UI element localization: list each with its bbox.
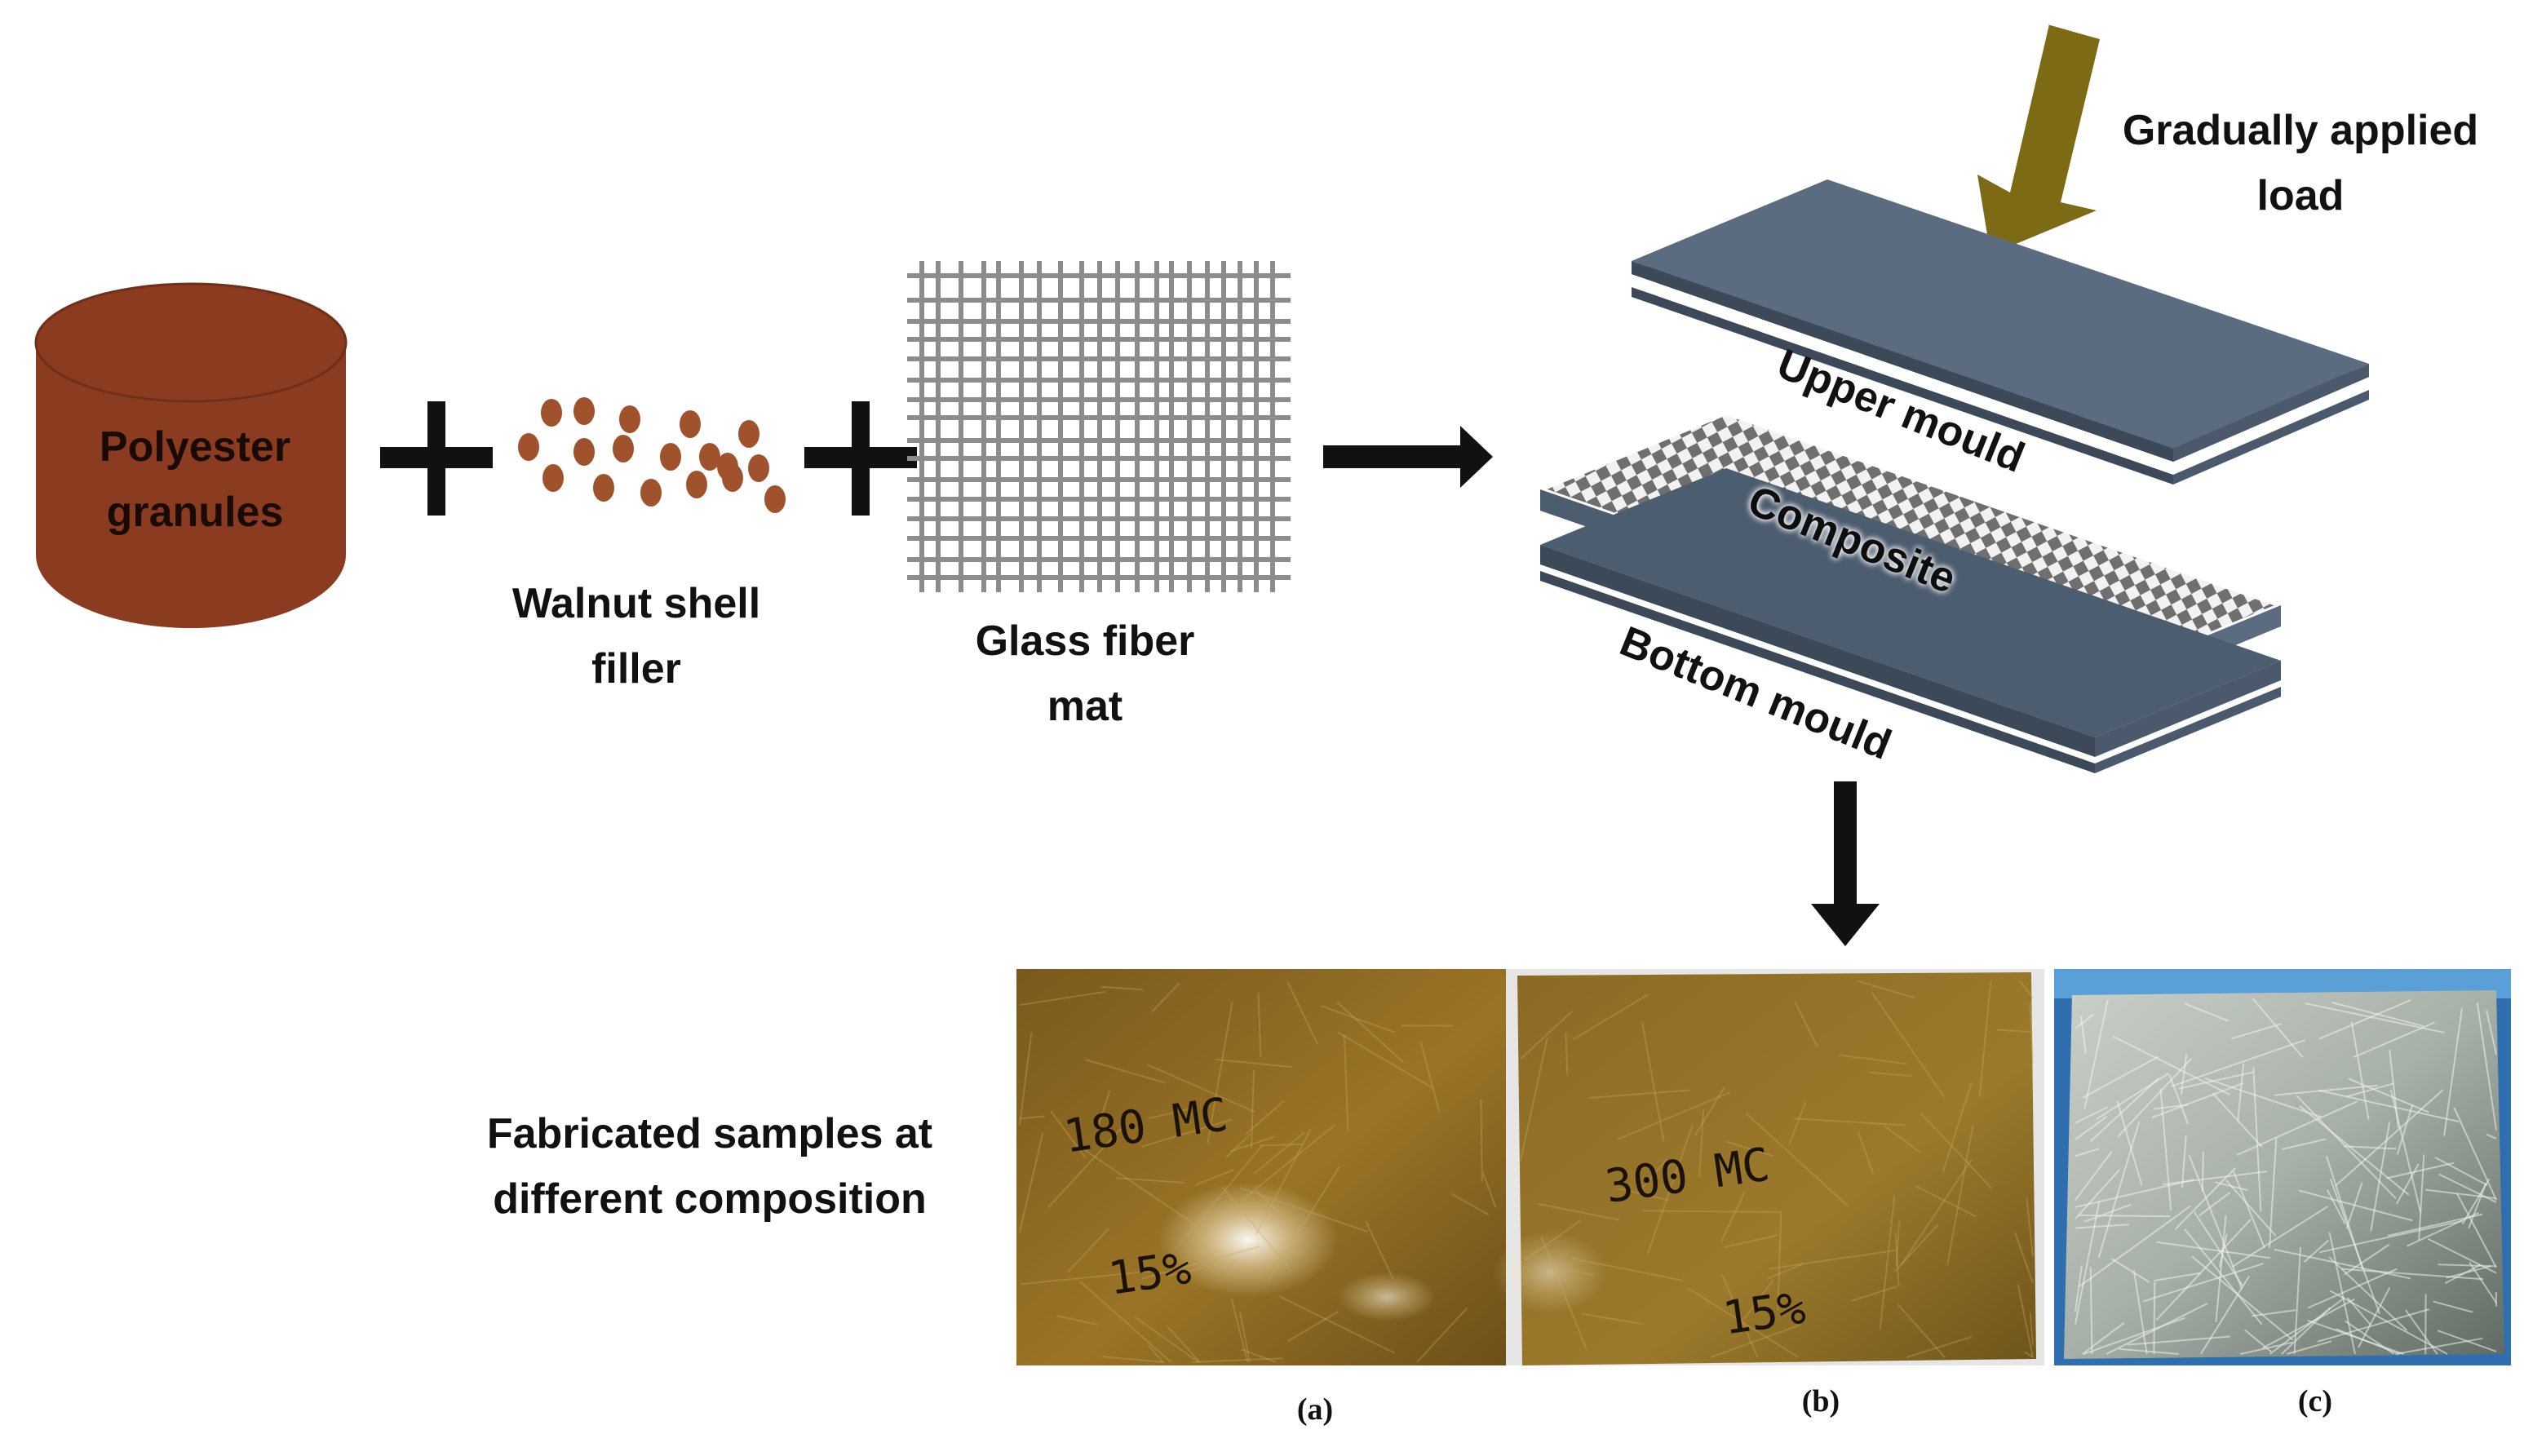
right-arrow-icon xyxy=(1323,426,1493,488)
walnut-granule xyxy=(748,454,769,482)
glass-label-line2: mat xyxy=(922,674,1248,739)
sample-a-handwriting-line2: 15% xyxy=(1081,1236,1251,1308)
plus-icon xyxy=(804,401,917,516)
walnut-granule xyxy=(573,397,595,425)
caption-c: (c) xyxy=(2266,1383,2364,1419)
glass-label: Glass fiber mat xyxy=(922,609,1248,739)
walnut-granule xyxy=(680,410,701,438)
walnut-granule xyxy=(686,471,707,498)
walnut-granule xyxy=(738,420,759,448)
sample-b-handwriting-line1: 300 MC xyxy=(1602,1139,1787,1212)
walnut-granule xyxy=(541,399,562,427)
sample-b-handwriting-line2: 15% xyxy=(1623,1284,1808,1357)
load-arrow-icon xyxy=(1977,24,2100,254)
walnut-granule xyxy=(593,474,614,502)
walnut-granule xyxy=(640,479,662,507)
caption-b: (b) xyxy=(1772,1383,1870,1419)
polyester-label-line1: Polyester xyxy=(44,414,346,480)
walnut-label: Walnut shell filler xyxy=(473,571,799,701)
walnut-granule xyxy=(542,464,564,492)
walnut-granule xyxy=(764,485,786,513)
walnut-label-line2: filler xyxy=(473,636,799,701)
walnut-granule xyxy=(573,438,595,466)
walnut-label-line1: Walnut shell xyxy=(473,571,799,636)
caption-a: (a) xyxy=(1266,1392,1364,1427)
walnut-granules-icon xyxy=(518,397,786,513)
down-arrow-icon xyxy=(1811,781,1880,946)
plus-icon xyxy=(380,401,493,516)
walnut-granule xyxy=(619,405,640,433)
glass-fiber-mesh-icon xyxy=(907,261,1291,592)
walnut-granule xyxy=(518,433,539,461)
load-label: Gradually applied load xyxy=(2088,98,2513,228)
fabricated-label: Fabricated samples at different composit… xyxy=(457,1101,963,1232)
load-label-line2: load xyxy=(2088,163,2513,228)
polyester-label-line2: granules xyxy=(44,480,346,545)
walnut-granule xyxy=(613,435,634,462)
walnut-granule xyxy=(722,464,743,492)
polyester-label: Polyester granules xyxy=(44,414,346,545)
walnut-granule xyxy=(660,443,681,471)
load-label-line1: Gradually applied xyxy=(2088,98,2513,163)
fabricated-label-line1: Fabricated samples at xyxy=(457,1101,963,1166)
sample-a-handwriting-line1: 180 MC xyxy=(1061,1091,1231,1162)
glass-label-line1: Glass fiber xyxy=(922,609,1248,674)
fabricated-label-line2: different composition xyxy=(457,1166,963,1232)
sample-photo-c xyxy=(2054,969,2511,1365)
